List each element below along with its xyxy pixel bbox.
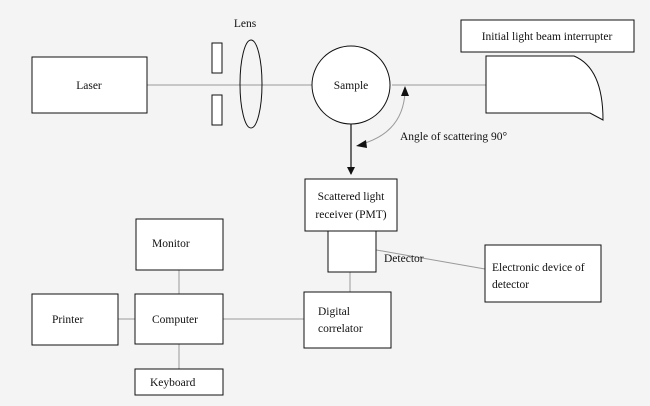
detector-box: [327, 230, 377, 273]
aperture-upper: [211, 42, 223, 74]
monitor-label: Monitor: [152, 238, 190, 250]
keyboard-box: [134, 368, 224, 396]
digital-correlator-box: [303, 291, 392, 349]
laser-box: [31, 56, 148, 114]
interrupter-label-box: [460, 19, 635, 53]
angle-arrow-left: [356, 140, 367, 148]
computer-box: [134, 293, 224, 345]
pmt-receiver-box: [304, 178, 398, 232]
printer-label: Printer: [52, 314, 83, 326]
lens-shape: [239, 39, 263, 129]
detector-to-electronics-line: [364, 247, 486, 270]
pmt-label-line1: Scattered light: [318, 191, 386, 203]
correlator-label-line2: correlator: [318, 323, 363, 335]
correlator-label-line1: Digital: [318, 306, 350, 318]
angle-arc: [361, 91, 406, 145]
angle-label: Angle of scattering 90°: [400, 131, 508, 143]
aperture-lower: [211, 94, 223, 126]
connector-lines: [118, 84, 486, 369]
monitor-box: [135, 218, 224, 271]
detector-label: Detector: [384, 253, 424, 265]
beam-interrupter-shape: [485, 55, 604, 121]
computer-label: Computer: [152, 314, 198, 326]
pmt-label-line2: receiver (PMT): [315, 209, 386, 221]
interrupter-label: Initial light beam interrupter: [482, 31, 613, 43]
electronic-label-line1: Electronic device of: [492, 262, 585, 274]
keyboard-label: Keyboard: [150, 377, 196, 389]
printer-box: [31, 293, 119, 346]
lens-label: Lens: [234, 18, 257, 30]
electronic-label-line2: detector: [492, 279, 529, 291]
electronic-device-box: [484, 244, 602, 303]
angle-arrow-up: [401, 86, 409, 96]
sample-label: Sample: [334, 80, 369, 92]
laser-label: Laser: [76, 80, 102, 92]
